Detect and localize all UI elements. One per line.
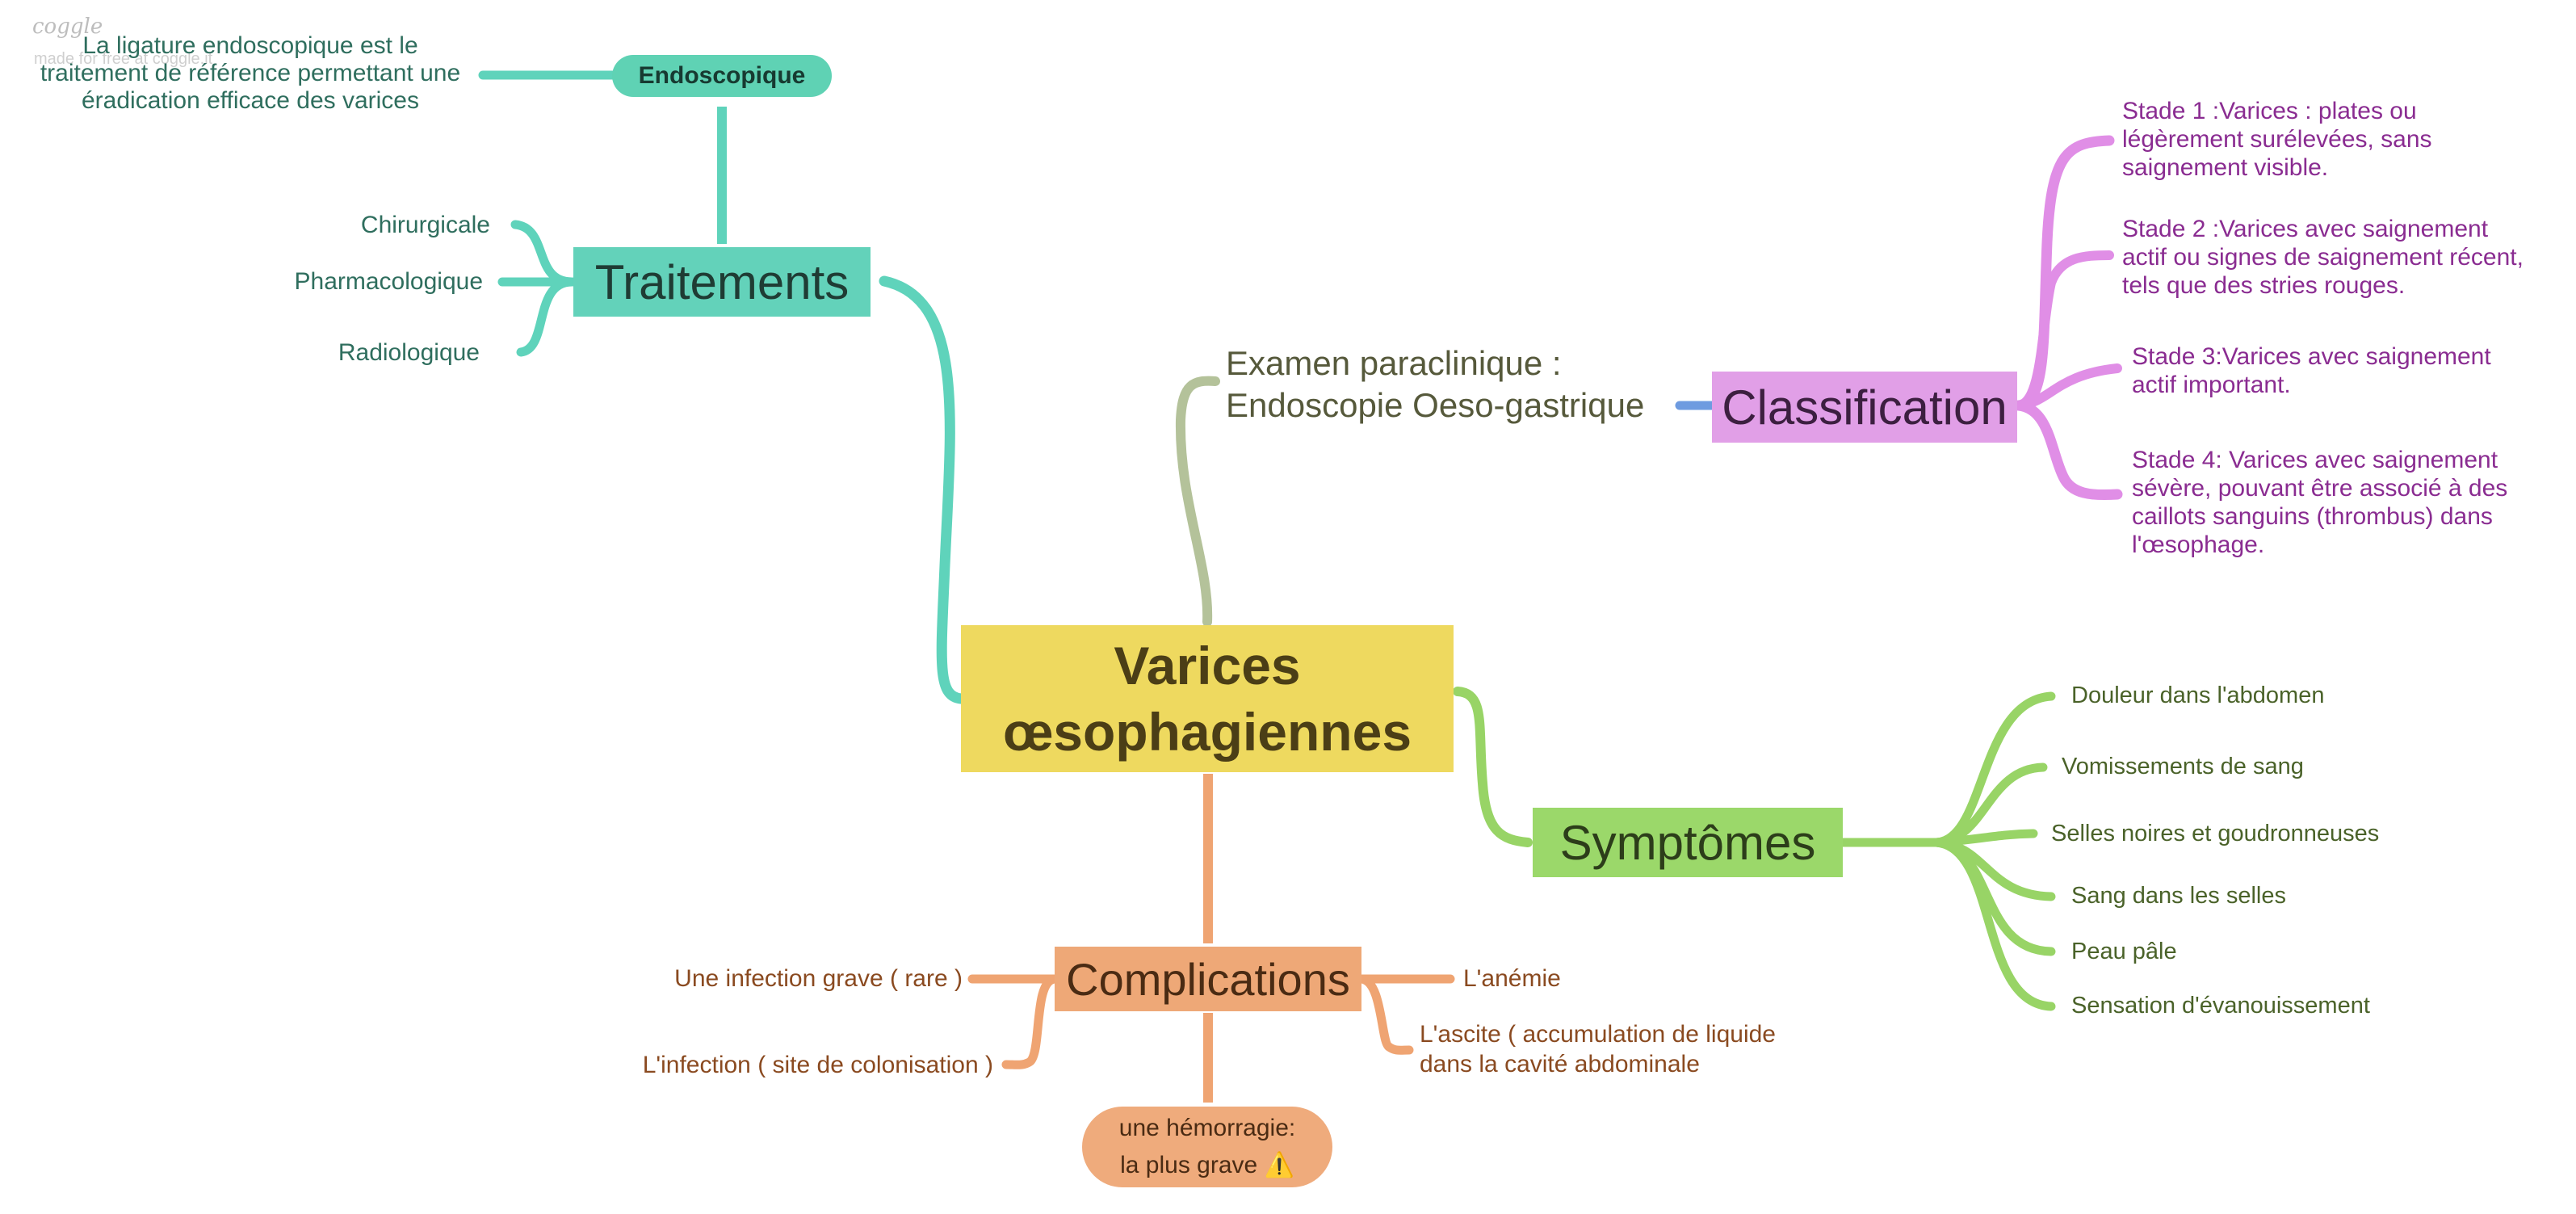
link-traitements-radiologique <box>516 277 577 357</box>
traitements-node[interactable]: Traitements <box>573 247 871 317</box>
link-class-stade2 <box>2014 250 2114 410</box>
stade-line: tels que des stries rouges. <box>2122 272 2406 299</box>
complications-node[interactable]: Complications <box>1055 947 1361 1011</box>
branch-pharmacologique[interactable]: Pharmacologique <box>294 268 483 295</box>
center-node[interactable]: Varices œsophagiennes <box>961 625 1454 772</box>
branch-chirurgicale[interactable]: Chirurgicale <box>360 212 490 238</box>
hemorragie-node[interactable]: une hémorragie: la plus grave ⚠️ <box>1082 1107 1332 1187</box>
symptome-peau-pale[interactable]: Peau pâle <box>2071 939 2177 964</box>
stade-line: saignement visible. <box>2122 154 2329 181</box>
endoscopique-node[interactable]: Endoscopique <box>612 55 832 97</box>
stade-line: caillots sanguins (thrombus) dans <box>2132 503 2493 530</box>
link-center-symptomes <box>1453 687 1533 847</box>
stade-line: actif ou signes de saignement récent, <box>2122 244 2524 271</box>
endoscopique-note-line: La ligature endoscopique est le <box>82 32 418 59</box>
examen-line1: Examen paraclinique : <box>1226 344 1562 382</box>
symptome-selles-noires[interactable]: Selles noires et goudronneuses <box>2051 821 2380 846</box>
stade-4[interactable]: Stade 4: Varices avec saignement sévère,… <box>2132 446 2507 559</box>
stade-line: Stade 2 :Varices avec saignement <box>2122 216 2489 242</box>
symptome-evanouissement[interactable]: Sensation d'évanouissement <box>2071 993 2370 1019</box>
complication-infection-grave[interactable]: Une infection grave ( rare ) <box>674 965 963 992</box>
ascite-line: dans la cavité abdominale <box>1420 1051 1700 1077</box>
link-class-stade4 <box>2013 400 2123 501</box>
link-traitements-chirurgicale <box>510 220 577 287</box>
coggle-logo: coggle <box>32 15 103 39</box>
complication-infection-site[interactable]: L'infection ( site de colonisation ) <box>642 1052 993 1078</box>
stade-3[interactable]: Stade 3:Varices avec saignement actif im… <box>2132 342 2491 399</box>
stade-line: légèrement surélevées, sans <box>2122 126 2432 153</box>
link-symp-evanouissement <box>1932 838 2056 1011</box>
complication-ascite[interactable]: L'ascite ( accumulation de liquide dans … <box>1420 1019 1776 1079</box>
hemorragie-line1: une hémorragie: <box>1118 1115 1296 1141</box>
link-center-examen <box>1175 376 1220 627</box>
link-center-traitements <box>879 275 967 704</box>
complication-anemie[interactable]: L'anémie <box>1463 965 1561 992</box>
symptome-douleur[interactable]: Douleur dans l'abdomen <box>2071 683 2325 708</box>
stade-line: actif important. <box>2132 372 2291 398</box>
symptome-sang-selles[interactable]: Sang dans les selles <box>2071 883 2286 909</box>
endoscopique-note[interactable]: La ligature endoscopique est le traiteme… <box>32 32 468 115</box>
ascite-line: L'ascite ( accumulation de liquide <box>1420 1021 1776 1048</box>
examen-node[interactable]: Examen paraclinique : Endoscopie Oeso-ga… <box>1226 342 1644 426</box>
stade-line: sévère, pouvant être associé à des <box>2132 475 2508 502</box>
endoscopique-note-line: éradication efficace des varices <box>81 87 419 114</box>
center-line2: œsophagiennes <box>1002 702 1412 762</box>
endoscopique-note-line: traitement de référence permettant une <box>40 60 461 86</box>
symptome-vomissements[interactable]: Vomissements de sang <box>2062 754 2304 779</box>
classification-node[interactable]: Classification <box>1712 372 2017 443</box>
stade-line: Stade 1 :Varices : plates ou <box>2122 98 2417 124</box>
hemorragie-line2: la plus grave ⚠️ <box>1120 1152 1294 1178</box>
stade-line: Stade 3:Varices avec saignement <box>2132 343 2491 370</box>
symptomes-node[interactable]: Symptômes <box>1533 808 1843 877</box>
link-class-stade1 <box>2013 135 2115 411</box>
center-line1: Varices <box>1114 636 1301 695</box>
examen-line2: Endoscopie Oeso-gastrique <box>1226 386 1645 424</box>
stade-1[interactable]: Stade 1 :Varices : plates ou légèrement … <box>2122 97 2432 182</box>
branch-radiologique[interactable]: Radiologique <box>338 339 480 366</box>
link-comp-ascite <box>1357 974 1414 1055</box>
stade-line: l'œsophage. <box>2132 531 2265 558</box>
stade-line: Stade 4: Varices avec saignement <box>2132 447 2498 473</box>
stade-2[interactable]: Stade 2 :Varices avec saignement actif o… <box>2122 215 2524 300</box>
coggle-watermark-text: made for free at coggle.it <box>34 50 213 68</box>
link-comp-infection-site <box>1001 974 1059 1069</box>
